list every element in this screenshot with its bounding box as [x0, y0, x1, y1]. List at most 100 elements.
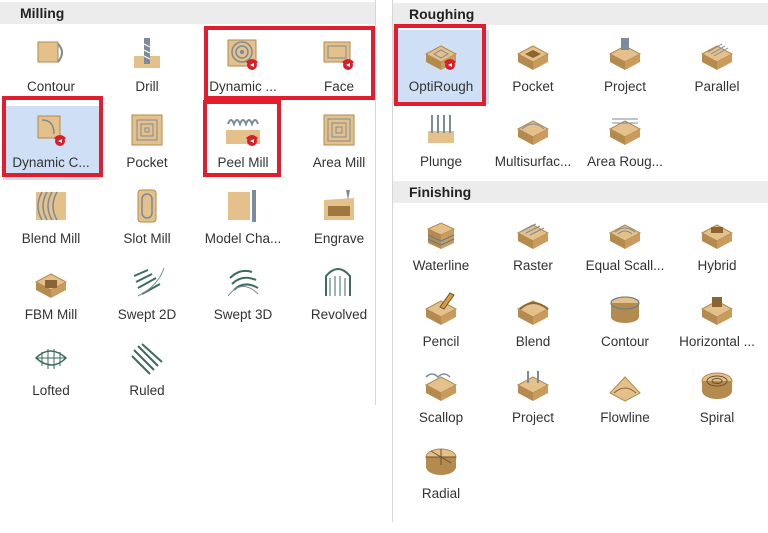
project-rough-icon	[606, 36, 644, 72]
roughing-section-header: Roughing	[393, 3, 768, 25]
tool-label: Revolved	[310, 307, 368, 322]
raster-icon	[514, 215, 552, 251]
equal-scallop-icon	[606, 215, 644, 251]
contour-3d-icon	[606, 291, 644, 327]
revolved-icon	[320, 264, 358, 300]
tool-label: Waterline	[412, 258, 470, 273]
milling-tool-dynamic[interactable]: Dynamic ...	[195, 30, 291, 104]
pocket-2d-icon	[128, 112, 166, 148]
tool-label: FBM Mill	[24, 307, 78, 322]
milling-tool-model-cha[interactable]: Model Cha...	[195, 182, 291, 256]
drill-icon	[128, 36, 166, 72]
roughing-tool-multisurfac[interactable]: Multisurfac...	[485, 105, 581, 179]
dynamic-contour-icon	[32, 112, 70, 148]
finishing-tool-hybrid[interactable]: Hybrid	[669, 209, 765, 283]
milling-tool-fbm-mill[interactable]: FBM Mill	[3, 258, 99, 332]
swept-2d-icon	[128, 264, 166, 300]
tool-label: Area Mill	[312, 155, 366, 170]
multisurface-icon	[514, 111, 552, 147]
milling-tool-swept-3d[interactable]: Swept 3D	[195, 258, 291, 332]
pocket-3d-icon	[514, 36, 552, 72]
finishing-tool-equal-scall[interactable]: Equal Scall...	[577, 209, 673, 283]
finishing-tool-scallop[interactable]: Scallop	[393, 361, 489, 435]
tool-label: Project	[511, 410, 555, 425]
finishing-tool-radial[interactable]: Radial	[393, 437, 489, 511]
roughing-tool-area-roug[interactable]: Area Roug...	[577, 105, 673, 179]
spiral-icon	[698, 367, 736, 403]
finishing-tool-waterline[interactable]: Waterline	[393, 209, 489, 283]
roughing-tool-plunge[interactable]: Plunge	[393, 105, 489, 179]
parallel-icon	[698, 36, 736, 72]
roughing-tool-parallel[interactable]: Parallel	[669, 30, 765, 104]
milling-tool-swept-2d[interactable]: Swept 2D	[99, 258, 195, 332]
tool-label: Drill	[135, 79, 159, 94]
peel-mill-icon	[224, 112, 262, 148]
tool-label: Radial	[421, 486, 461, 501]
contour-2d-icon	[32, 36, 70, 72]
milling-tool-engrave[interactable]: Engrave	[291, 182, 387, 256]
tool-label: Plunge	[419, 154, 463, 169]
tool-label: Area Roug...	[587, 154, 663, 169]
tool-label: Swept 2D	[117, 307, 177, 322]
fbm-mill-icon	[32, 264, 70, 300]
milling-section-header: Milling	[0, 2, 375, 24]
tool-label: Spiral	[699, 410, 735, 425]
radial-icon	[422, 443, 460, 479]
finishing-tool-spiral[interactable]: Spiral	[669, 361, 765, 435]
roughing-tool-pocket[interactable]: Pocket	[485, 30, 581, 104]
tool-label: Dynamic ...	[209, 79, 277, 94]
ruled-icon	[128, 340, 166, 376]
finishing-tool-contour[interactable]: Contour	[577, 285, 673, 359]
pencil-icon	[422, 291, 460, 327]
finishing-tool-project[interactable]: Project	[485, 361, 581, 435]
horizontal-icon	[698, 291, 736, 327]
finishing-tool-blend[interactable]: Blend	[485, 285, 581, 359]
milling-tool-dynamic-c[interactable]: Dynamic C...	[3, 106, 99, 180]
finishing-tool-pencil[interactable]: Pencil	[393, 285, 489, 359]
blend-mill-icon	[32, 188, 70, 224]
face-icon	[320, 36, 358, 72]
tool-label: Blend	[515, 334, 551, 349]
milling-tool-drill[interactable]: Drill	[99, 30, 195, 104]
tool-label: Slot Mill	[123, 231, 171, 246]
tool-label: Engrave	[313, 231, 365, 246]
milling-tool-revolved[interactable]: Revolved	[291, 258, 387, 332]
flowline-icon	[606, 367, 644, 403]
roughing-tool-project[interactable]: Project	[577, 30, 673, 104]
finishing-tool-raster[interactable]: Raster	[485, 209, 581, 283]
tool-label: Swept 3D	[213, 307, 273, 322]
tool-label: Equal Scall...	[585, 258, 665, 273]
finishing-tool-flowline[interactable]: Flowline	[577, 361, 673, 435]
model-chamfer-icon	[224, 188, 262, 224]
finishing-tool-horizontal[interactable]: Horizontal ...	[669, 285, 765, 359]
milling-tool-peel-mill[interactable]: Peel Mill	[195, 106, 291, 180]
tool-label: Ruled	[129, 383, 165, 398]
milling-tool-face[interactable]: Face	[291, 30, 387, 104]
milling-tool-ruled[interactable]: Ruled	[99, 334, 195, 408]
tool-label: OptiRough	[408, 79, 474, 94]
lofted-icon	[32, 340, 70, 376]
hybrid-icon	[698, 215, 736, 251]
tool-label: Scallop	[418, 410, 464, 425]
tool-label: Blend Mill	[21, 231, 81, 246]
tool-label: Project	[603, 79, 647, 94]
project-finish-icon	[514, 367, 552, 403]
milling-tool-pocket[interactable]: Pocket	[99, 106, 195, 180]
milling-tool-slot-mill[interactable]: Slot Mill	[99, 182, 195, 256]
roughing-tool-optirough[interactable]: OptiRough	[393, 30, 489, 104]
milling-tool-blend-mill[interactable]: Blend Mill	[3, 182, 99, 256]
tool-label: Model Cha...	[204, 231, 282, 246]
engrave-icon	[320, 188, 358, 224]
tool-label: Peel Mill	[217, 155, 269, 170]
milling-tool-contour[interactable]: Contour	[3, 30, 99, 104]
tool-label: Dynamic C...	[12, 155, 90, 170]
tool-label: Face	[323, 79, 354, 94]
swept-3d-icon	[224, 264, 262, 300]
tool-label: Flowline	[600, 410, 650, 425]
milling-tool-area-mill[interactable]: Area Mill	[291, 106, 387, 180]
dynamic-mill-icon	[224, 36, 262, 72]
milling-tool-lofted[interactable]: Lofted	[3, 334, 99, 408]
area-mill-icon	[320, 112, 358, 148]
